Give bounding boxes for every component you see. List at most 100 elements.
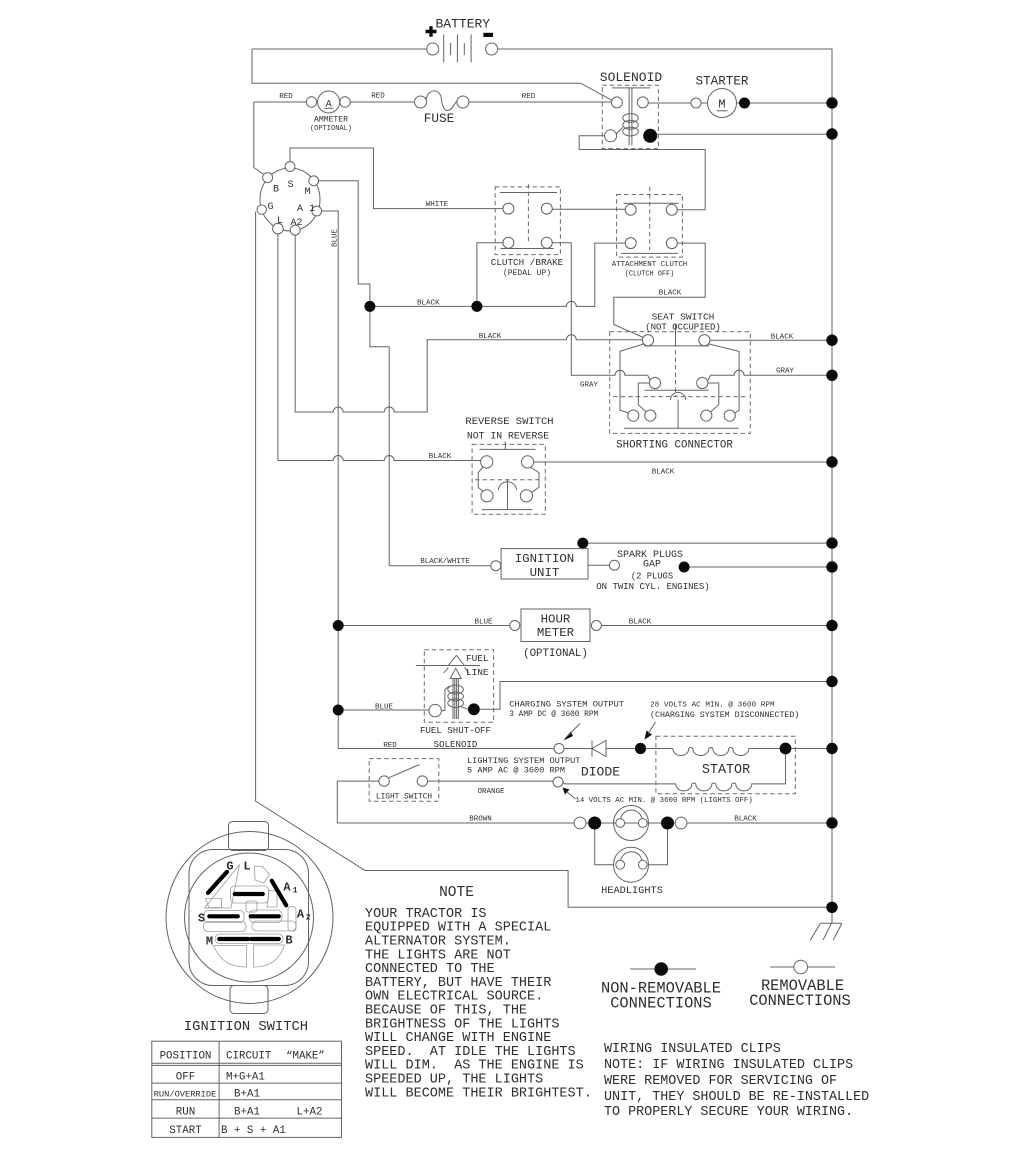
svg-text:GRAY: GRAY bbox=[580, 382, 599, 390]
svg-text:CONNECTIONS: CONNECTIONS bbox=[610, 995, 712, 1013]
svg-text:GRAY: GRAY bbox=[776, 368, 795, 376]
svg-text:RED: RED bbox=[522, 93, 536, 101]
svg-text:B + S + A1: B + S + A1 bbox=[221, 1125, 286, 1137]
svg-text:RUN: RUN bbox=[176, 1107, 195, 1119]
svg-text:YOUR TRACTOR IS: YOUR TRACTOR IS bbox=[365, 907, 487, 922]
svg-text:BLACK: BLACK bbox=[629, 619, 652, 627]
svg-text:B: B bbox=[285, 934, 292, 948]
svg-text:FUEL: FUEL bbox=[466, 653, 489, 664]
svg-text:WILL DIM. AS THE ENGINE IS: WILL DIM. AS THE ENGINE IS bbox=[365, 1059, 584, 1074]
svg-text:M: M bbox=[206, 935, 213, 949]
svg-text:REVERSE SWITCH: REVERSE SWITCH bbox=[465, 416, 553, 428]
svg-text:THE LIGHTS ARE NOT: THE LIGHTS ARE NOT bbox=[365, 948, 511, 963]
svg-text:UNIT, THEY SHOULD BE RE-INSTAL: UNIT, THEY SHOULD BE RE-INSTALLED bbox=[604, 1090, 869, 1105]
svg-text:(PEDAL UP): (PEDAL UP) bbox=[503, 269, 551, 278]
svg-text:A: A bbox=[283, 881, 291, 895]
svg-text:BLUE: BLUE bbox=[332, 228, 340, 247]
svg-text:S: S bbox=[287, 180, 293, 191]
svg-text:B: B bbox=[273, 185, 279, 196]
svg-text:NOTE: NOTE bbox=[439, 885, 474, 901]
svg-text:NON-REMOVABLE: NON-REMOVABLE bbox=[601, 980, 721, 998]
svg-text:(CLUTCH OFF): (CLUTCH OFF) bbox=[625, 271, 675, 279]
svg-text:SPEED. AT IDLE THE LIGHTS: SPEED. AT IDLE THE LIGHTS bbox=[365, 1045, 576, 1060]
svg-text:LINE: LINE bbox=[466, 667, 489, 678]
svg-text:EQUIPPED WITH A SPECIAL: EQUIPPED WITH A SPECIAL bbox=[365, 921, 551, 936]
svg-text:(OPTIONAL): (OPTIONAL) bbox=[523, 648, 588, 660]
svg-text:(CHARGING SYSTEM DISCONNECTED): (CHARGING SYSTEM DISCONNECTED) bbox=[650, 710, 799, 720]
svg-text:5 AMP AC @ 3600 RPM: 5 AMP AC @ 3600 RPM bbox=[467, 766, 565, 776]
svg-text:WILL BECOME THEIR BRIGHTEST.: WILL BECOME THEIR BRIGHTEST. bbox=[365, 1086, 592, 1101]
svg-text:HOUR: HOUR bbox=[541, 613, 571, 627]
svg-text:SOLENOID: SOLENOID bbox=[600, 70, 663, 85]
svg-text:G: G bbox=[226, 860, 233, 874]
svg-text:G: G bbox=[267, 202, 273, 213]
svg-text:A 1: A 1 bbox=[297, 204, 315, 215]
svg-text:28 VOLTS AC MIN. @ 3600 RPM: 28 VOLTS AC MIN. @ 3600 RPM bbox=[650, 702, 775, 710]
svg-text:FUSE: FUSE bbox=[424, 111, 454, 126]
svg-text:REMOVABLE: REMOVABLE bbox=[761, 977, 844, 995]
svg-text:BLACK: BLACK bbox=[734, 816, 757, 824]
svg-text:3 AMP DC @ 3600 RPM: 3 AMP DC @ 3600 RPM bbox=[509, 711, 598, 719]
svg-text:M: M bbox=[718, 98, 725, 112]
svg-text:BROWN: BROWN bbox=[469, 816, 492, 824]
svg-text:GAP: GAP bbox=[643, 560, 661, 571]
svg-text:RED: RED bbox=[371, 93, 385, 101]
svg-text:2: 2 bbox=[306, 914, 311, 923]
svg-text:DIODE: DIODE bbox=[581, 765, 620, 780]
svg-text:HEADLIGHTS: HEADLIGHTS bbox=[601, 885, 663, 897]
svg-text:POSITION: POSITION bbox=[160, 1051, 212, 1063]
svg-text:SPARK PLUGS: SPARK PLUGS bbox=[617, 550, 683, 561]
svg-text:S: S bbox=[198, 912, 205, 926]
svg-text:RED: RED bbox=[279, 93, 293, 101]
svg-text:BLACK: BLACK bbox=[479, 333, 502, 341]
svg-text:BRIGHTNESS OF THE LIGHTS: BRIGHTNESS OF THE LIGHTS bbox=[365, 1017, 559, 1032]
svg-text:WERE REMOVED FOR SERVICING OF: WERE REMOVED FOR SERVICING OF bbox=[604, 1074, 837, 1089]
svg-text:SHORTING CONNECTOR: SHORTING CONNECTOR bbox=[616, 440, 733, 452]
svg-text:L: L bbox=[277, 216, 283, 227]
svg-text:M+G+A1: M+G+A1 bbox=[226, 1072, 265, 1084]
svg-text:LIGHTING SYSTEM OUTPUT: LIGHTING SYSTEM OUTPUT bbox=[467, 756, 580, 766]
svg-text:CONNECTED TO THE: CONNECTED TO THE bbox=[365, 962, 495, 977]
svg-text:NOTE: IF WIRING INSULATED CLIP: NOTE: IF WIRING INSULATED CLIPS bbox=[604, 1058, 853, 1073]
svg-text:CIRCUIT: CIRCUIT bbox=[226, 1051, 272, 1063]
svg-text:BECAUSE OF THIS, THE: BECAUSE OF THIS, THE bbox=[365, 1004, 527, 1019]
svg-text:SPEEDED UP, THE LIGHTS: SPEEDED UP, THE LIGHTS bbox=[365, 1073, 543, 1088]
svg-text:(2 PLUGS: (2 PLUGS bbox=[631, 572, 673, 582]
svg-text:STATOR: STATOR bbox=[702, 763, 750, 778]
svg-text:A: A bbox=[297, 908, 305, 922]
svg-text:WHITE: WHITE bbox=[426, 201, 449, 209]
svg-text:BLUE: BLUE bbox=[375, 704, 394, 712]
svg-text:ORANGE: ORANGE bbox=[477, 788, 505, 796]
svg-text:B+A1: B+A1 bbox=[234, 1089, 260, 1101]
svg-text:METER: METER bbox=[537, 626, 575, 640]
svg-text:14 VOLTS AC MIN. @ 3600 RPM (L: 14 VOLTS AC MIN. @ 3600 RPM (LIGHTS OFF) bbox=[575, 797, 752, 805]
svg-text:BLACK: BLACK bbox=[771, 334, 794, 342]
svg-text:CHARGING SYSTEM OUTPUT: CHARGING SYSTEM OUTPUT bbox=[509, 700, 624, 710]
svg-text:FUEL SHUT-OFF: FUEL SHUT-OFF bbox=[420, 725, 491, 736]
svg-text:CONNECTIONS: CONNECTIONS bbox=[749, 992, 851, 1010]
svg-text:UNIT: UNIT bbox=[530, 566, 560, 580]
svg-text:WILL CHANGE WITH ENGINE: WILL CHANGE WITH ENGINE bbox=[365, 1031, 551, 1046]
svg-text:B+A1: B+A1 bbox=[234, 1107, 260, 1119]
svg-text:IGNITION SWITCH: IGNITION SWITCH bbox=[184, 1020, 308, 1035]
svg-text:OWN ELECTRICAL SOURCE.: OWN ELECTRICAL SOURCE. bbox=[365, 990, 543, 1005]
svg-text:BLACK/WHITE: BLACK/WHITE bbox=[420, 558, 470, 566]
svg-text:BATTERY: BATTERY bbox=[435, 17, 490, 32]
svg-text:BLUE: BLUE bbox=[474, 619, 493, 627]
svg-text:SEAT SWITCH: SEAT SWITCH bbox=[652, 312, 715, 323]
svg-text:A2: A2 bbox=[290, 218, 302, 229]
svg-text:BLACK: BLACK bbox=[417, 300, 440, 308]
svg-text:IGNITION: IGNITION bbox=[515, 552, 575, 566]
svg-text:WIRING INSULATED CLIPS: WIRING INSULATED CLIPS bbox=[604, 1042, 781, 1057]
svg-text:SOLENOID: SOLENOID bbox=[434, 739, 478, 750]
svg-text:1: 1 bbox=[293, 887, 298, 896]
svg-text:(NOT OCCUPIED): (NOT OCCUPIED) bbox=[645, 323, 721, 333]
svg-text:BLACK: BLACK bbox=[429, 453, 452, 461]
svg-text:M: M bbox=[304, 187, 310, 198]
svg-text:ON TWIN CYL. ENGINES): ON TWIN CYL. ENGINES) bbox=[596, 582, 709, 592]
svg-text:STARTER: STARTER bbox=[696, 75, 749, 89]
svg-text:(OPTIONAL): (OPTIONAL) bbox=[310, 125, 352, 133]
svg-text:ATTACHMENT CLUTCH: ATTACHMENT CLUTCH bbox=[612, 261, 687, 269]
svg-text:“MAKE”: “MAKE” bbox=[286, 1051, 325, 1063]
svg-text:RUN/OVERRIDE: RUN/OVERRIDE bbox=[154, 1090, 217, 1100]
